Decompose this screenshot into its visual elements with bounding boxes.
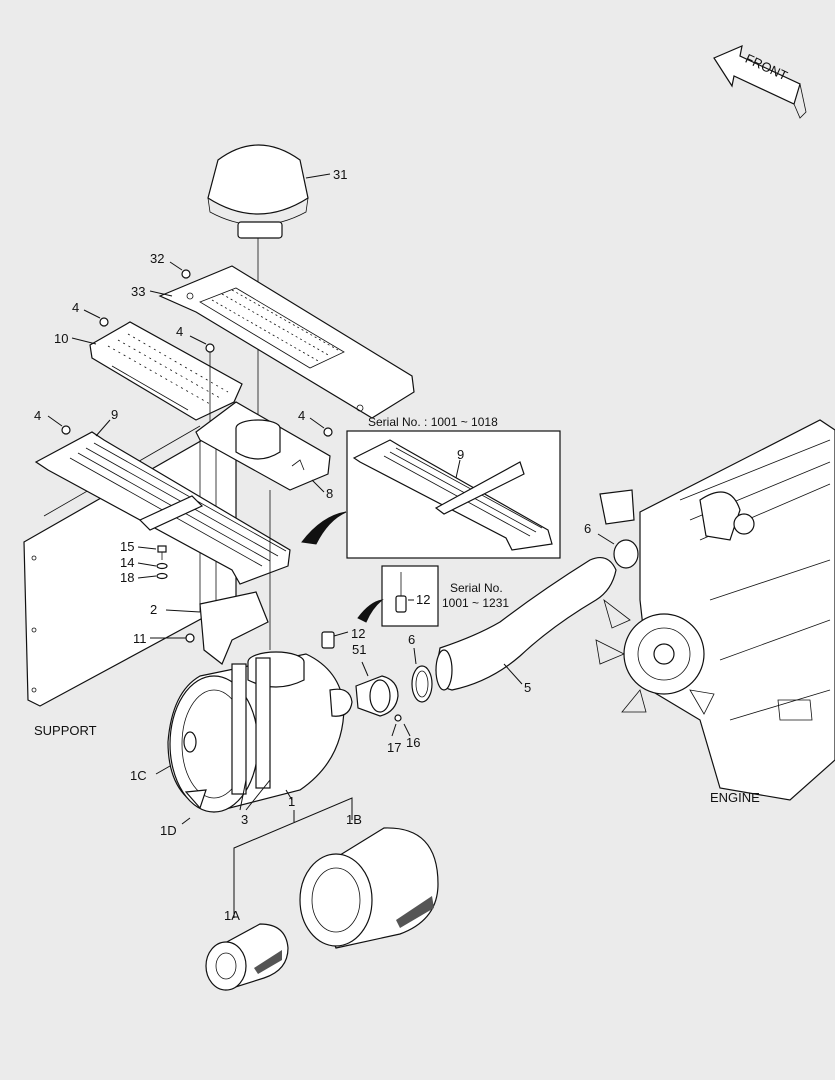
support-label: SUPPORT xyxy=(34,723,97,738)
callout-4-center: 4 xyxy=(176,324,183,339)
mounting-bracket: 2 11 xyxy=(133,591,269,665)
callout-9-inset: 9 xyxy=(457,447,464,462)
callout-1: 1 xyxy=(288,794,295,809)
top-cover-plate: 33 32 xyxy=(131,251,415,419)
front-arrow-icon: FRONT xyxy=(713,44,807,119)
inset-serial-box: Serial No. : 1001 ~ 1018 9 xyxy=(301,415,561,559)
callout-1B: 1B xyxy=(346,812,362,827)
callout-1D: 1D xyxy=(160,823,177,838)
inset-serial-line1: Serial No. xyxy=(450,581,503,595)
engine: ENGINE xyxy=(595,419,835,805)
outer-filter-element: 1B xyxy=(299,812,439,949)
callout-8: 8 xyxy=(326,486,333,501)
callout-5: 5 xyxy=(524,680,531,695)
inlet-plate: 8 4 xyxy=(195,401,333,650)
inner-filter-element: 1A xyxy=(205,908,289,991)
inset-sensor-box: 12 Serial No. 1001 ~ 1231 xyxy=(357,565,509,627)
callout-16: 16 xyxy=(406,735,420,750)
callout-10: 10 xyxy=(54,331,68,346)
callout-15: 15 xyxy=(120,539,134,554)
grille-bracket: 4 9 xyxy=(34,407,291,585)
intake-hose: 5 6 xyxy=(435,521,639,695)
inset-serial-label: Serial No. : 1001 ~ 1018 xyxy=(368,415,498,429)
air-cleaner-housing: 1C 1D 3 1 xyxy=(130,651,353,918)
fastener-stack: 15 14 18 xyxy=(120,539,168,585)
callout-11: 11 xyxy=(133,631,147,646)
callout-17: 17 xyxy=(387,740,401,755)
callout-6-upper: 6 xyxy=(584,521,591,536)
callout-9: 9 xyxy=(111,407,118,422)
callout-51: 51 xyxy=(352,642,366,657)
callout-12: 12 xyxy=(351,626,365,641)
engine-label: ENGINE xyxy=(710,790,760,805)
callout-3: 3 xyxy=(241,812,248,827)
callout-33: 33 xyxy=(131,284,145,299)
callout-31: 31 xyxy=(333,167,347,182)
callout-18: 18 xyxy=(120,570,134,585)
callout-4-right: 4 xyxy=(298,408,305,423)
callout-1A: 1A xyxy=(224,908,240,923)
perforated-plate: 10 4 4 xyxy=(54,300,243,480)
callout-12-inset: 12 xyxy=(416,592,430,607)
callout-1C: 1C xyxy=(130,768,147,783)
inset-serial-line2: 1001 ~ 1231 xyxy=(442,596,509,610)
callout-4-left: 4 xyxy=(34,408,41,423)
outlet-fitting: 12 51 17 16 xyxy=(321,626,420,755)
callout-4-top-left: 4 xyxy=(72,300,79,315)
callout-6-lower: 6 xyxy=(408,632,415,647)
hose-clamp-lower: 6 xyxy=(408,632,433,703)
callout-2: 2 xyxy=(150,602,157,617)
callout-14: 14 xyxy=(120,555,134,570)
callout-32: 32 xyxy=(150,251,164,266)
